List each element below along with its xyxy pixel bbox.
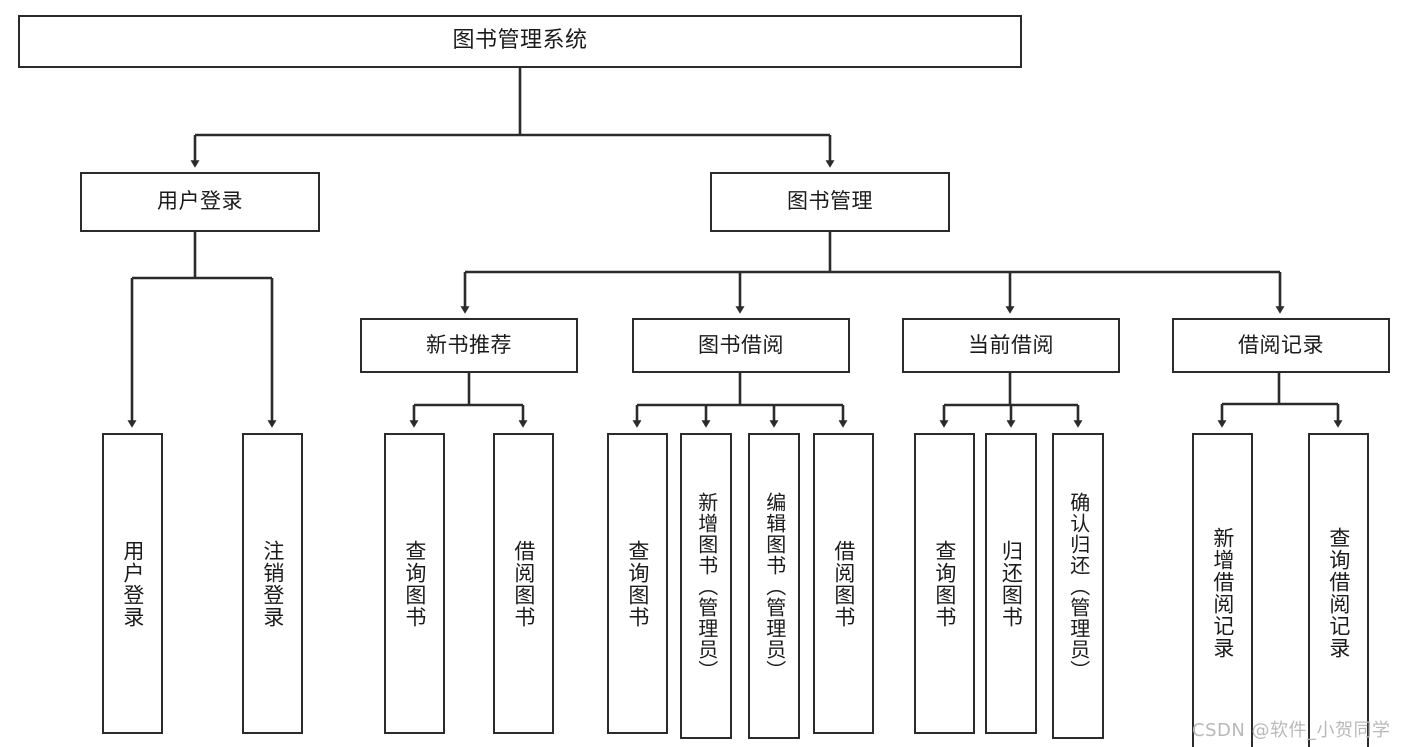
node-label: 图书管理 xyxy=(787,189,873,214)
leaf-add-borrow-record[interactable]: 新增借阅记录 xyxy=(1192,433,1253,747)
node-label: 归还图书 xyxy=(999,539,1024,628)
node-book-management[interactable]: 图书管理 xyxy=(710,172,950,232)
node-label: 用户登录 xyxy=(157,189,243,214)
leaf-confirm-return-admin[interactable]: 确认归还（管理员） xyxy=(1052,433,1104,739)
leaf-user-login[interactable]: 用户登录 xyxy=(102,433,163,734)
node-label: 图书借阅 xyxy=(698,332,784,357)
node-label: 借阅图书 xyxy=(511,539,536,628)
node-root-system[interactable]: 图书管理系统 xyxy=(18,15,1022,68)
node-label: 借阅记录 xyxy=(1238,332,1324,357)
leaf-return-book[interactable]: 归还图书 xyxy=(985,433,1037,734)
node-label: 当前借阅 xyxy=(968,332,1054,357)
watermark: CSDN @软件_小贺同学 xyxy=(1192,720,1391,741)
node-label: 用户登录 xyxy=(120,539,145,628)
leaf-borrow-book[interactable]: 借阅图书 xyxy=(813,433,874,734)
node-borrow-record[interactable]: 借阅记录 xyxy=(1172,318,1390,373)
node-book-borrow[interactable]: 图书借阅 xyxy=(632,318,850,373)
leaf-add-book-admin[interactable]: 新增图书（管理员） xyxy=(680,433,732,739)
leaf-borrow-book-recommend[interactable]: 借阅图书 xyxy=(493,433,554,734)
node-user-login[interactable]: 用户登录 xyxy=(80,172,320,232)
leaf-edit-book-admin[interactable]: 编辑图书（管理员） xyxy=(748,433,800,739)
node-label: 图书管理系统 xyxy=(452,28,588,54)
leaf-user-logout[interactable]: 注销登录 xyxy=(242,433,303,734)
node-label: 注销登录 xyxy=(260,539,285,628)
node-new-book-recommend[interactable]: 新书推荐 xyxy=(360,318,578,373)
node-label: 确认归还（管理员） xyxy=(1066,491,1091,681)
node-label: 借阅图书 xyxy=(831,539,856,628)
node-label: 查询图书 xyxy=(625,539,650,628)
node-current-borrow[interactable]: 当前借阅 xyxy=(902,318,1120,373)
leaf-query-book-borrow[interactable]: 查询图书 xyxy=(607,433,668,734)
leaf-query-book-recommend[interactable]: 查询图书 xyxy=(384,433,445,734)
node-label: 查询借阅记录 xyxy=(1326,527,1351,659)
node-label: 新书推荐 xyxy=(426,332,512,357)
node-label: 查询图书 xyxy=(402,539,427,628)
leaf-query-borrow-record[interactable]: 查询借阅记录 xyxy=(1308,433,1369,747)
node-label: 编辑图书（管理员） xyxy=(762,491,787,681)
node-label: 新增借阅记录 xyxy=(1210,527,1235,659)
node-label: 查询图书 xyxy=(932,539,957,628)
node-label: 新增图书（管理员） xyxy=(694,491,719,681)
leaf-query-book-current[interactable]: 查询图书 xyxy=(914,433,975,734)
